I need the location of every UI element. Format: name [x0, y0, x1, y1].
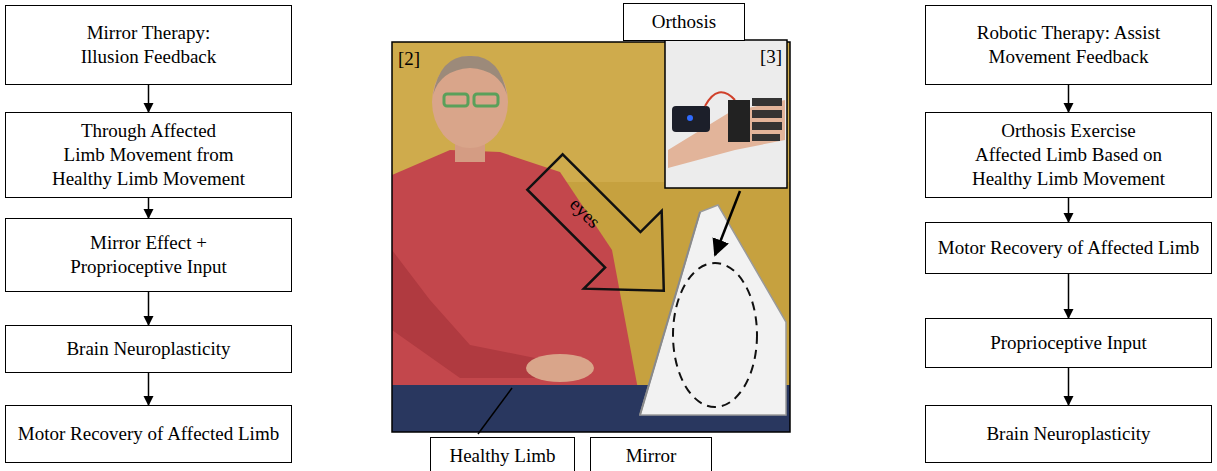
glove: [728, 100, 750, 142]
box-content: Orthosis Exercise Affected Limb Based on…: [935, 119, 1203, 191]
flow-arrow: [148, 292, 150, 325]
box-label: Proprioceptive Input: [990, 331, 1147, 355]
process-box: Orthosis Exercise Affected Limb Based on…: [925, 112, 1212, 198]
box-content: Mirror Therapy: Illusion Feedback: [49, 21, 249, 69]
control-unit: [672, 106, 710, 132]
process-box: Healthy Limb: [430, 437, 575, 471]
flow-arrow: [1068, 274, 1070, 318]
head: [432, 56, 508, 148]
box-content: Orthosis: [652, 10, 716, 34]
box-content: Mirror: [626, 444, 677, 468]
process-box: Motor Recovery of Affected Limb: [925, 222, 1212, 274]
flow-arrow: [1068, 85, 1070, 112]
process-box: Brain Neuroplasticity: [5, 325, 292, 373]
photo-border: [392, 42, 790, 432]
callout-number: [3]: [760, 46, 782, 68]
box-label: Motor Recovery of Affected Limb: [18, 422, 279, 446]
shirt: [392, 150, 640, 400]
process-box: Mirror: [590, 437, 712, 471]
glasses: [444, 94, 468, 106]
box-label: Healthy Limb: [449, 444, 555, 468]
pointer-arrow: [715, 191, 740, 255]
process-box: Orthosis: [623, 3, 745, 41]
box-content: Brain Neuroplasticity: [986, 422, 1150, 446]
leader-line: [478, 388, 512, 434]
box-label: Through Affected Limb Movement from Heal…: [15, 119, 283, 191]
mirror-edge: [640, 212, 700, 415]
finger-splint: [752, 98, 782, 106]
box-label: Brain Neuroplasticity: [66, 337, 230, 361]
flow-arrow: [1068, 198, 1070, 222]
arm: [392, 250, 548, 378]
finger-splint: [752, 134, 780, 141]
photo: [392, 42, 790, 432]
box-content: Healthy Limb: [449, 444, 555, 468]
process-box: Mirror Therapy: Illusion Feedback: [5, 5, 292, 85]
process-box: Mirror Effect + Proprioceptive Input: [5, 218, 292, 292]
callout-number: [2]: [398, 48, 420, 70]
flow-arrow: [148, 198, 150, 218]
process-box: Motor Recovery of Affected Limb: [5, 405, 292, 463]
healthy-hand: [526, 354, 594, 382]
process-box: Brain Neuroplasticity: [925, 405, 1212, 463]
flow-arrow: [148, 85, 150, 112]
box-label: Brain Neuroplasticity: [986, 422, 1150, 446]
photo-background: [392, 42, 790, 432]
flow-arrow: [1068, 368, 1070, 405]
dashed-ellipse: [673, 263, 757, 407]
process-box: Robotic Therapy: Assist Movement Feedbac…: [925, 5, 1212, 85]
box-label: Orthosis: [652, 10, 716, 34]
box-content: Brain Neuroplasticity: [66, 337, 230, 361]
flow-arrow: [148, 373, 150, 405]
box-label: Mirror Therapy: Illusion Feedback: [49, 21, 249, 69]
process-box: Proprioceptive Input: [925, 318, 1212, 368]
box-label: Motor Recovery of Affected Limb: [938, 236, 1199, 260]
orthosis-photo: [665, 40, 787, 188]
box-content: Through Affected Limb Movement from Heal…: [15, 119, 283, 191]
finger-splint: [752, 110, 782, 118]
box-label: Orthosis Exercise Affected Limb Based on…: [935, 119, 1203, 191]
box-label: Robotic Therapy: Assist Movement Feedbac…: [949, 21, 1189, 69]
box-label: Mirror Effect + Proprioceptive Input: [49, 231, 249, 279]
inset-background: [665, 40, 787, 188]
led: [687, 115, 693, 121]
box-label: Mirror: [626, 444, 677, 468]
hair: [433, 56, 507, 95]
glasses: [474, 94, 498, 106]
box-content: Robotic Therapy: Assist Movement Feedbac…: [949, 21, 1189, 69]
box-content: Motor Recovery of Affected Limb: [18, 422, 279, 446]
finger-splint: [752, 122, 782, 130]
box-content: Mirror Effect + Proprioceptive Input: [49, 231, 249, 279]
box-content: Proprioceptive Input: [990, 331, 1147, 355]
hand: [668, 100, 785, 168]
box-content: Motor Recovery of Affected Limb: [938, 236, 1199, 260]
process-box: Through Affected Limb Movement from Heal…: [5, 112, 292, 198]
